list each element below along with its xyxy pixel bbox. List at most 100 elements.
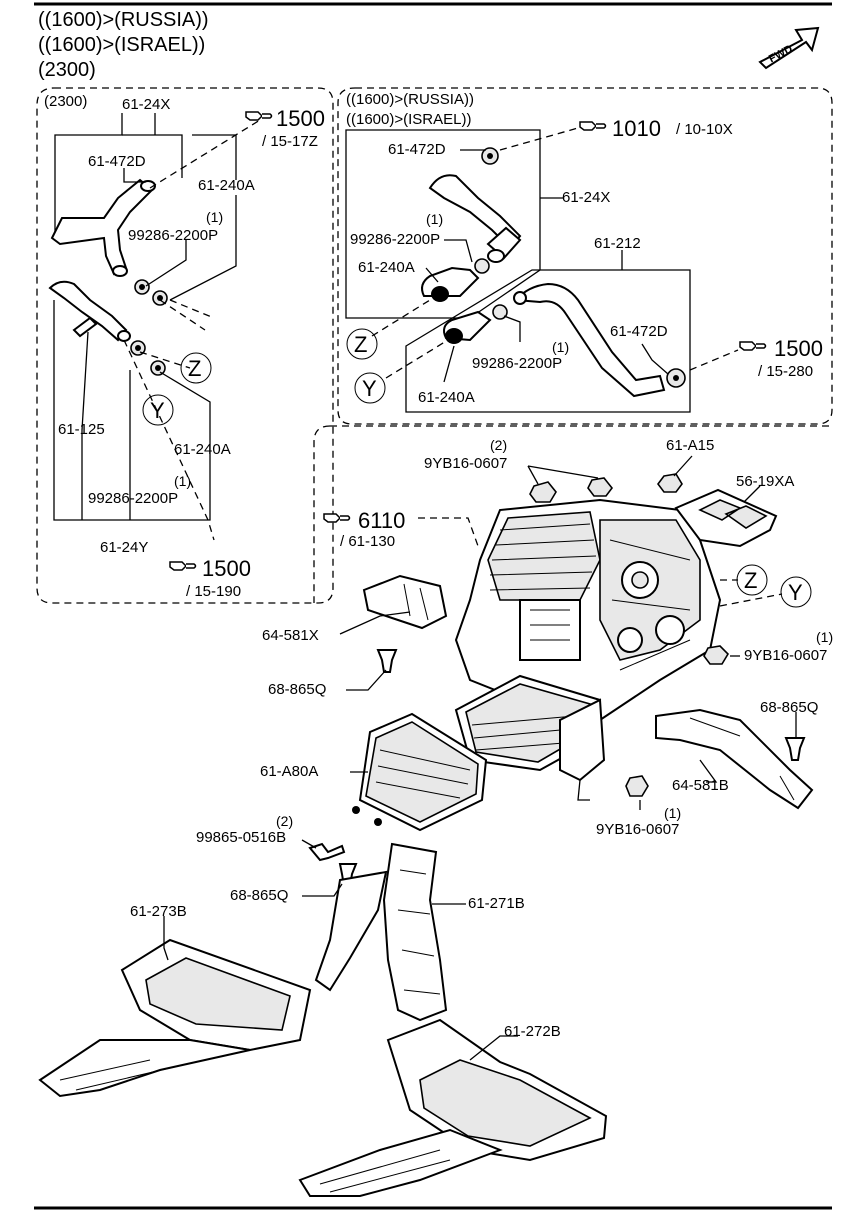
header-line-1: ((1600)>(RUSSIA)) (38, 9, 209, 31)
floor-duct-61-271b (314, 842, 448, 1022)
main-label-68-865q-a: 68-865Q (268, 681, 326, 698)
left-label-qty-1: (1) (206, 209, 223, 225)
right-inner-box-1 (345, 129, 541, 319)
left-clamp-1 (134, 279, 150, 295)
marker-y-circle (142, 394, 174, 426)
main-label-99865-0516b: 99865-0516B (196, 829, 286, 846)
right-group-title-2: ((1600)>(ISRAEL)) (346, 111, 471, 128)
left-label-61-125: 61-125 (58, 421, 105, 438)
main-marker-y: Y (788, 580, 803, 605)
main-label-61-273b: 61-273B (130, 903, 187, 920)
nut-2 (587, 477, 614, 497)
right-clamp-mid (474, 258, 490, 274)
ref-hand-icon (579, 121, 607, 131)
main-label-61-272b: 61-272B (504, 1023, 561, 1040)
main-label-9yb16-0607-c: 9YB16-0607 (596, 821, 679, 838)
main-label-9yb16-0607-a: 9YB16-0607 (424, 455, 507, 472)
right-elbow-lower (443, 310, 492, 344)
main-ref-number: 6110 (358, 508, 405, 533)
main-label-qty-a1: (2) (490, 437, 507, 453)
nut-4 (703, 645, 730, 665)
right-clamp-bottom (666, 368, 686, 388)
main-label-qty-a10: (1) (664, 805, 681, 821)
duct-64-581b (655, 708, 814, 810)
left-label-99286-2200p-bottom: 99286-2200P (88, 490, 178, 507)
main-label-qty-a11: (2) (276, 813, 293, 829)
right-label-99286-2200p-bottom: 99286-2200P (472, 355, 562, 372)
clip-1 (376, 649, 398, 673)
right-label-61-240a-top: 61-240A (358, 259, 415, 276)
right-marker-z: Z (354, 332, 367, 357)
main-label-61-271b: 61-271B (468, 895, 525, 912)
filter-cover (352, 712, 488, 832)
right-group-box (337, 87, 833, 425)
right-group-title-1: ((1600)>(RUSSIA)) (346, 91, 474, 108)
left-upper-hose (50, 178, 156, 277)
main-label-qty-a6: (1) (816, 629, 833, 645)
right-clamp-top (481, 147, 499, 165)
header-line-3: (2300) (38, 59, 96, 81)
clip-2 (784, 737, 806, 761)
right-upper-hose (428, 174, 522, 263)
marker-z-circle (346, 328, 378, 360)
header-line-2: ((1600)>(ISRAEL)) (38, 34, 205, 56)
rear-duct-61-272b (298, 1018, 608, 1197)
left-clamp-4 (150, 360, 166, 376)
ref-hand-icon (245, 111, 273, 121)
main-label-61-a80a: 61-A80A (260, 763, 318, 780)
rear-duct-61-273b (38, 938, 312, 1098)
right-elbow (421, 266, 480, 302)
right-marker-y: Y (362, 376, 377, 401)
main-label-68-865q-b: 68-865Q (760, 699, 818, 716)
left-marker-z: Z (188, 356, 201, 381)
left-marker-y: Y (150, 398, 165, 423)
left-clamp-3 (130, 340, 146, 356)
right-label-99286-2200p-top: 99286-2200P (350, 231, 440, 248)
right-ref-top-number: 1010 (612, 116, 661, 141)
ref-hand-icon (739, 341, 767, 351)
right-label-61-240a-bottom: 61-240A (418, 389, 475, 406)
marker-z-circle (736, 564, 768, 596)
left-label-61-240a-top: 61-240A (198, 177, 255, 194)
right-ref-right-sub: / 15-280 (758, 363, 813, 380)
main-ref-sub: / 61-130 (340, 533, 395, 550)
nut-3 (657, 473, 683, 493)
right-label-61-472d-top: 61-472D (388, 141, 446, 158)
right-inner-box-2 (405, 269, 691, 413)
duct-64-581x (362, 574, 448, 630)
left-label-61-24y: 61-24Y (100, 539, 148, 556)
fwd-label: FWD (767, 43, 795, 65)
nut-1 (529, 481, 557, 503)
left-ref-top-sub: / 15-17Z (262, 133, 318, 150)
right-label-qty-2: (1) (552, 339, 569, 355)
right-ref-top-sub: / 10-10X (676, 121, 733, 138)
main-label-61-a15: 61-A15 (666, 437, 714, 454)
right-label-61-24x: 61-24X (562, 189, 610, 206)
right-label-qty-1: (1) (426, 211, 443, 227)
left-group-box (36, 87, 334, 604)
left-clamp-2 (152, 290, 168, 306)
ref-hand-icon (323, 513, 351, 523)
right-ref-right-number: 1500 (774, 336, 823, 361)
main-label-9yb16-0607-b: 9YB16-0607 (744, 647, 827, 664)
screw (308, 842, 346, 862)
right-clamp-lower (492, 304, 508, 320)
left-ref-bottom-sub: / 15-190 (186, 583, 241, 600)
left-label-61-240a-bottom: 61-240A (174, 441, 231, 458)
ref-hand-icon (169, 561, 197, 571)
left-label-61-472d: 61-472D (88, 153, 146, 170)
left-label-99286-2200p-top: 99286-2200P (128, 227, 218, 244)
left-ref-bottom-number: 1500 (202, 556, 251, 581)
left-ref-top-number: 1500 (276, 106, 325, 131)
left-label-61-24x: 61-24X (122, 96, 170, 113)
main-label-64-581x: 64-581X (262, 627, 319, 644)
main-marker-z: Z (744, 568, 757, 593)
main-label-56-19xa: 56-19XA (736, 473, 794, 490)
left-lower-hose (48, 280, 131, 342)
heater-unit (454, 498, 722, 721)
right-lower-hose (513, 282, 666, 398)
left-group-title: (2300) (44, 93, 87, 110)
marker-z-circle (180, 352, 212, 384)
left-label-qty-2: (1) (174, 473, 191, 489)
